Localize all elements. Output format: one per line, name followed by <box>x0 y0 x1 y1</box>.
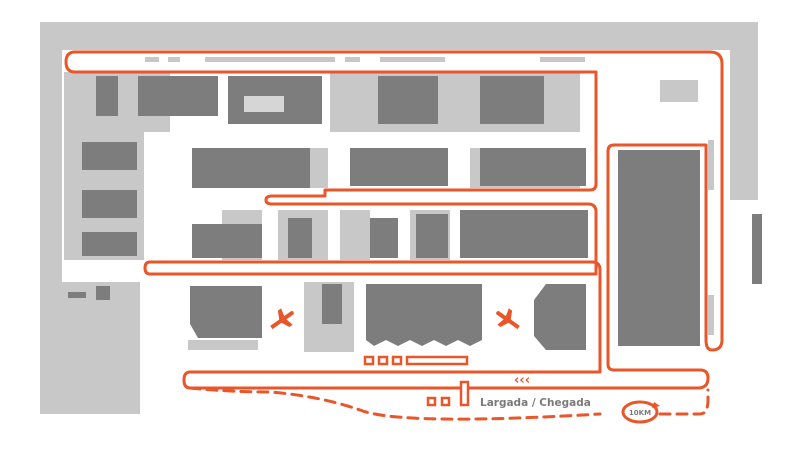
loop-arrow-icon <box>652 402 660 408</box>
direction-arrows: ‹‹‹ <box>514 373 530 388</box>
base-areas <box>40 22 758 414</box>
race-route <box>64 50 724 421</box>
airplane-icon <box>496 308 520 330</box>
dark-buildings <box>68 76 762 350</box>
start-finish-label: Largada / Chegada <box>480 397 591 409</box>
distance-badge-label: 10KM <box>629 409 651 417</box>
start-area-markers <box>363 355 470 407</box>
distance-badge: 10KM <box>621 400 660 424</box>
airplane-icon <box>270 308 294 330</box>
